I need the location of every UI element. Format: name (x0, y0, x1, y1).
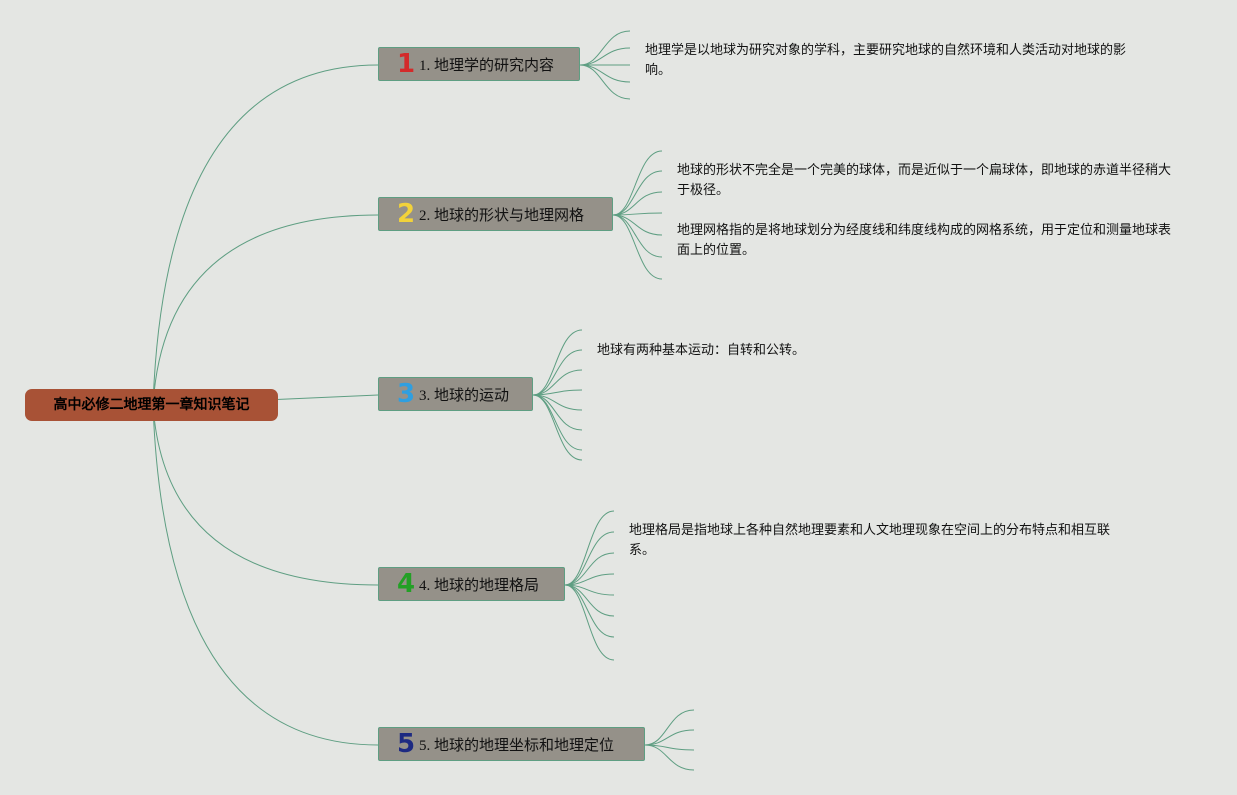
fan-link-4-6 (564, 584, 615, 617)
topic-5[interactable]: 5 5. 地球的地理坐标和地理定位 (378, 727, 645, 761)
note-2a[interactable]: 地球的形状不完全是一个完美的球体，而是近似于一个扁球体，即地球的赤道半径稍大于极… (677, 163, 1172, 198)
fan-link-4-8 (564, 584, 615, 661)
fan-link-3-8 (532, 394, 583, 461)
fan-link-4-3 (564, 552, 615, 586)
topic-2-label: 2. 地球的形状与地理网格 (419, 207, 585, 224)
fan-link-1-5 (579, 64, 631, 100)
number-5-icon: 5 (397, 729, 416, 759)
root-link-4 (152, 404, 379, 586)
fan-link-1-2 (579, 47, 631, 66)
fan-link-2-6 (612, 214, 663, 258)
fan-link-3-3 (532, 369, 583, 396)
fan-link-2-1 (612, 150, 663, 216)
fan-link-2-2 (612, 170, 663, 216)
root-link-1 (152, 64, 379, 406)
fan-link-4-1 (564, 510, 615, 586)
fan-link-4-4 (564, 573, 615, 586)
fan-link-5-2 (644, 729, 695, 746)
fan-link-5-1 (644, 709, 695, 746)
topic-1[interactable]: 1 1. 地理学的研究内容 (378, 47, 580, 81)
note-3[interactable]: 地球有两种基本运动：自转和公转。 (597, 343, 806, 358)
root-topic-label: 高中必修二地理第一章知识笔记 (53, 397, 250, 413)
number-1-icon: 1 (397, 49, 416, 79)
fan-link-3-1 (532, 329, 583, 396)
root-topic[interactable]: 高中必修二地理第一章知识笔记 (25, 389, 278, 421)
number-2-icon: 2 (397, 199, 416, 229)
note-1[interactable]: 地理学是以地球为研究对象的学科，主要研究地球的自然环境和人类活动对地球的影响。 (645, 43, 1127, 78)
fan-link-2-3 (612, 191, 663, 216)
fan-link-4-2 (564, 531, 615, 586)
note-4[interactable]: 地理格局是指地球上各种自然地理要素和人文地理现象在空间上的分布特点和相互联系。 (629, 523, 1111, 558)
number-3-icon: 3 (397, 379, 416, 409)
number-4-icon: 4 (397, 569, 416, 599)
fan-link-3-6 (532, 394, 583, 431)
topic-2[interactable]: 2 2. 地球的形状与地理网格 (378, 197, 613, 231)
root-link-2 (152, 214, 379, 406)
topic-5-label: 5. 地球的地理坐标和地理定位 (419, 737, 615, 754)
note-2b[interactable]: 地理网格指的是将地球划分为经度线和纬度线构成的网格系统，用于定位和测量地球表面上… (677, 223, 1172, 258)
fan-link-5-4 (644, 744, 695, 771)
topic-4-label: 4. 地球的地理格局 (419, 577, 540, 594)
topic-4[interactable]: 4 4. 地球的地理格局 (378, 567, 565, 601)
topic-1-label: 1. 地理学的研究内容 (419, 57, 555, 74)
fan-link-2-7 (612, 214, 663, 280)
fan-link-4-7 (564, 584, 615, 638)
fan-link-1-4 (579, 64, 631, 83)
root-link-5 (152, 404, 379, 746)
topic-3[interactable]: 3 3. 地球的运动 (378, 377, 533, 411)
fan-link-3-2 (532, 349, 583, 396)
fan-link-1-1 (579, 30, 631, 66)
topic-3-label: 3. 地球的运动 (419, 387, 510, 404)
